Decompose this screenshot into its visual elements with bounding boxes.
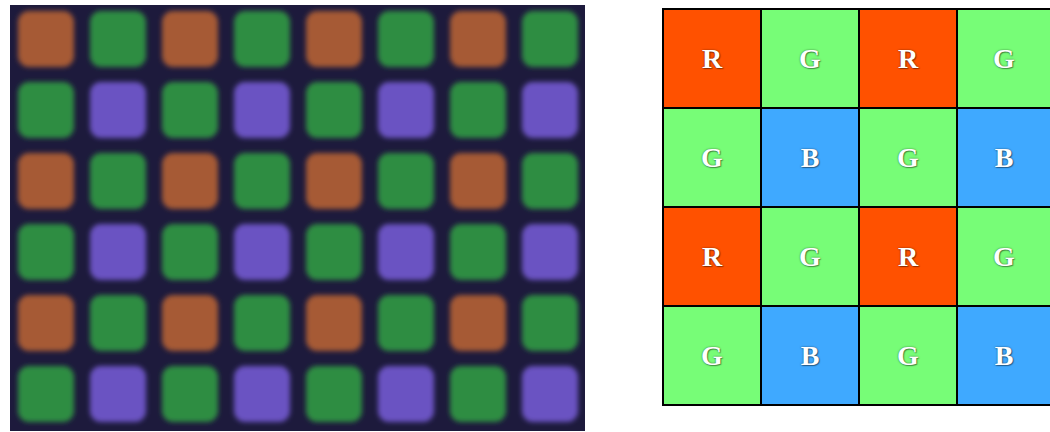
color-letter: G: [701, 340, 723, 372]
filter-cell: G: [664, 307, 760, 404]
filter-cell: G: [762, 208, 858, 305]
filter-cell: G: [958, 10, 1050, 107]
filter-cell: R: [664, 10, 760, 107]
color-letter: B: [995, 142, 1014, 174]
color-letter: G: [993, 241, 1015, 273]
color-letter: B: [995, 340, 1014, 372]
filter-cell: R: [860, 208, 956, 305]
filter-cell: G: [664, 109, 760, 206]
photo-ground: [10, 5, 585, 431]
sensor-photo: [0, 0, 600, 432]
filter-cell: R: [664, 208, 760, 305]
filter-mosaic: [10, 5, 585, 431]
color-letter: R: [898, 241, 918, 273]
filter-cell: G: [860, 307, 956, 404]
color-letter: G: [897, 142, 919, 174]
filter-cell: G: [762, 10, 858, 107]
color-letter: G: [993, 43, 1015, 75]
filter-cell: G: [958, 208, 1050, 305]
filter-cell: B: [762, 109, 858, 206]
filter-cell: B: [958, 109, 1050, 206]
filter-cell: R: [860, 10, 956, 107]
color-letter: G: [701, 142, 723, 174]
color-letter: B: [801, 142, 820, 174]
filter-cell: B: [958, 307, 1050, 404]
color-letter: R: [702, 43, 722, 75]
color-letter: G: [897, 340, 919, 372]
filter-cell: G: [860, 109, 956, 206]
color-letter: B: [801, 340, 820, 372]
color-letter: G: [799, 241, 821, 273]
color-letter: R: [898, 43, 918, 75]
color-letter: R: [702, 241, 722, 273]
color-letter: G: [799, 43, 821, 75]
bayer-grid: R G R G G B G B R G R G G B G B: [662, 8, 1050, 406]
filter-cell: B: [762, 307, 858, 404]
